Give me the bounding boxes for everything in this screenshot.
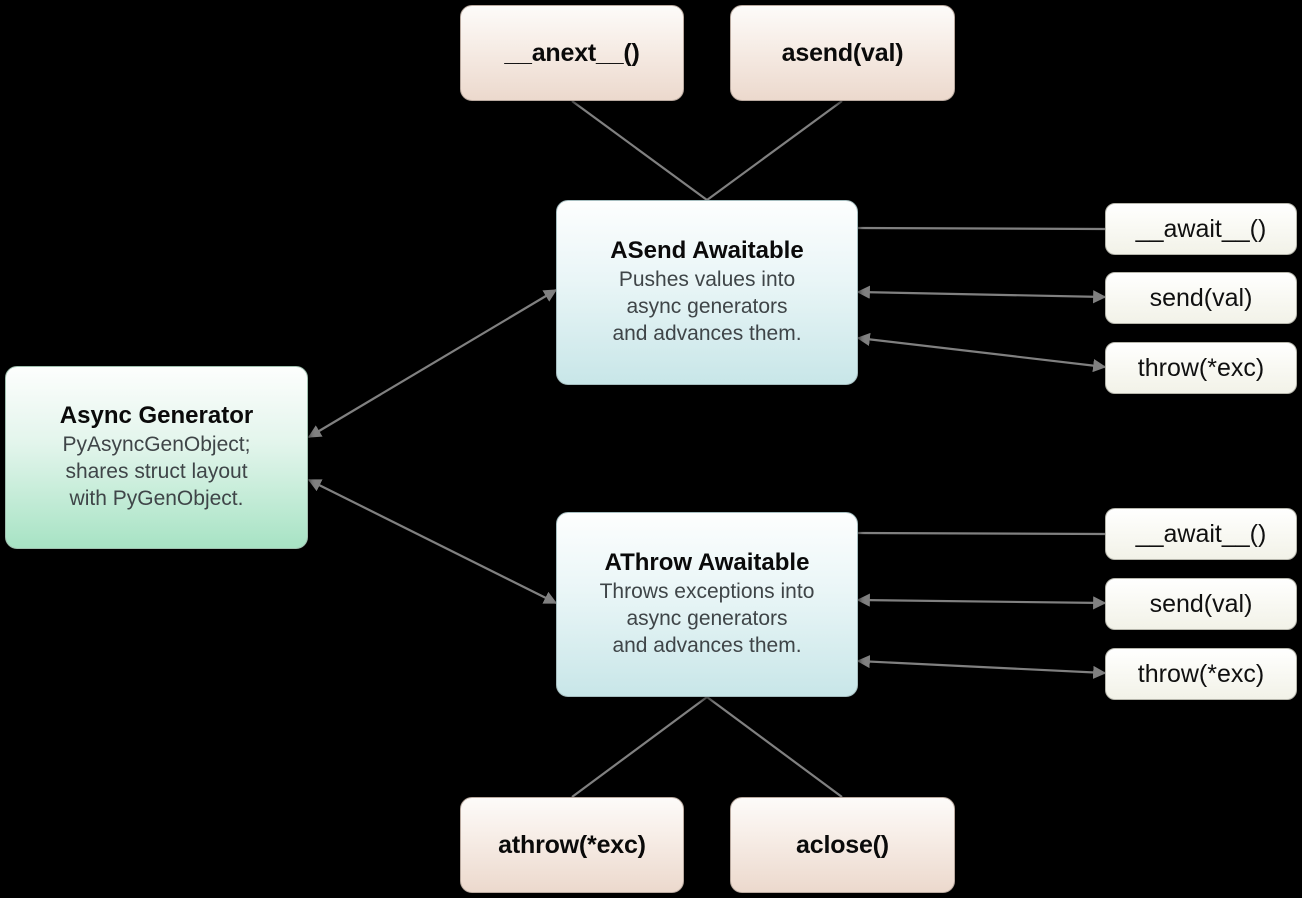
node-async-generator-desc-line1: PyAsyncGenObject;: [62, 433, 251, 457]
node-athrow-awaitable-desc-line3: and advances them.: [612, 634, 802, 658]
edge-athrow-send: [856, 593, 1107, 610]
edge-athrow-throw: [856, 654, 1107, 680]
edge-asend-throw: [856, 332, 1107, 373]
edge-anext-to-asend: [571, 100, 708, 201]
node-asend-await[interactable]: __await__(): [1105, 203, 1297, 255]
node-aclose-label: aclose(): [796, 830, 889, 859]
node-aclose[interactable]: aclose(): [730, 797, 955, 893]
node-asend-await-label: __await__(): [1135, 214, 1267, 243]
node-asend-throw-label: throw(*exc): [1137, 353, 1265, 382]
node-asend-awaitable[interactable]: ASend Awaitable Pushes values into async…: [556, 200, 858, 385]
node-athrow-call-label: athrow(*exc): [498, 830, 646, 859]
edge-asend-send: [856, 285, 1107, 304]
edge-root-athrow: [307, 479, 558, 604]
node-athrow-awaitable[interactable]: AThrow Awaitable Throws exceptions into …: [556, 512, 858, 697]
node-anext[interactable]: __anext__(): [460, 5, 684, 101]
node-athrow-call[interactable]: athrow(*exc): [460, 797, 684, 893]
node-asend-send-label: send(val): [1149, 283, 1253, 312]
node-async-generator-title: Async Generator: [59, 402, 254, 430]
node-athrow-throw-label: throw(*exc): [1137, 659, 1265, 688]
node-asend-awaitable-desc-line3: and advances them.: [612, 322, 802, 346]
node-async-generator-desc-line2: shares struct layout: [65, 460, 248, 484]
node-athrow-awaitable-title: AThrow Awaitable: [604, 549, 810, 577]
node-athrow-send[interactable]: send(val): [1105, 578, 1297, 630]
node-asend-awaitable-desc-line1: Pushes values into: [618, 268, 796, 292]
node-asend-call-label: asend(val): [781, 38, 904, 67]
node-asend-awaitable-title: ASend Awaitable: [610, 237, 804, 265]
node-async-generator[interactable]: Async Generator PyAsyncGenObject; shares…: [5, 366, 308, 549]
node-athrow-throw[interactable]: throw(*exc): [1105, 648, 1297, 700]
node-asend-call[interactable]: asend(val): [730, 5, 955, 101]
node-asend-send[interactable]: send(val): [1105, 272, 1297, 324]
node-anext-label: __anext__(): [504, 38, 640, 67]
node-athrow-awaitable-desc-line2: async generators: [626, 607, 788, 631]
node-async-generator-desc-line3: with PyGenObject.: [69, 487, 244, 511]
edge-root-asend: [307, 289, 558, 438]
edge-athrow-call-to-athrow: [571, 696, 708, 798]
edge-athrow-await: [857, 531, 1106, 536]
node-asend-throw[interactable]: throw(*exc): [1105, 342, 1297, 394]
edge-asend-await: [857, 226, 1106, 231]
node-asend-awaitable-desc-line2: async generators: [626, 295, 788, 319]
edge-asend-call-to-asend: [706, 100, 843, 201]
node-athrow-await[interactable]: __await__(): [1105, 508, 1297, 560]
edge-aclose-to-athrow: [706, 696, 843, 798]
node-athrow-await-label: __await__(): [1135, 519, 1267, 548]
node-athrow-awaitable-desc-line1: Throws exceptions into: [599, 580, 815, 604]
node-athrow-send-label: send(val): [1149, 589, 1253, 618]
